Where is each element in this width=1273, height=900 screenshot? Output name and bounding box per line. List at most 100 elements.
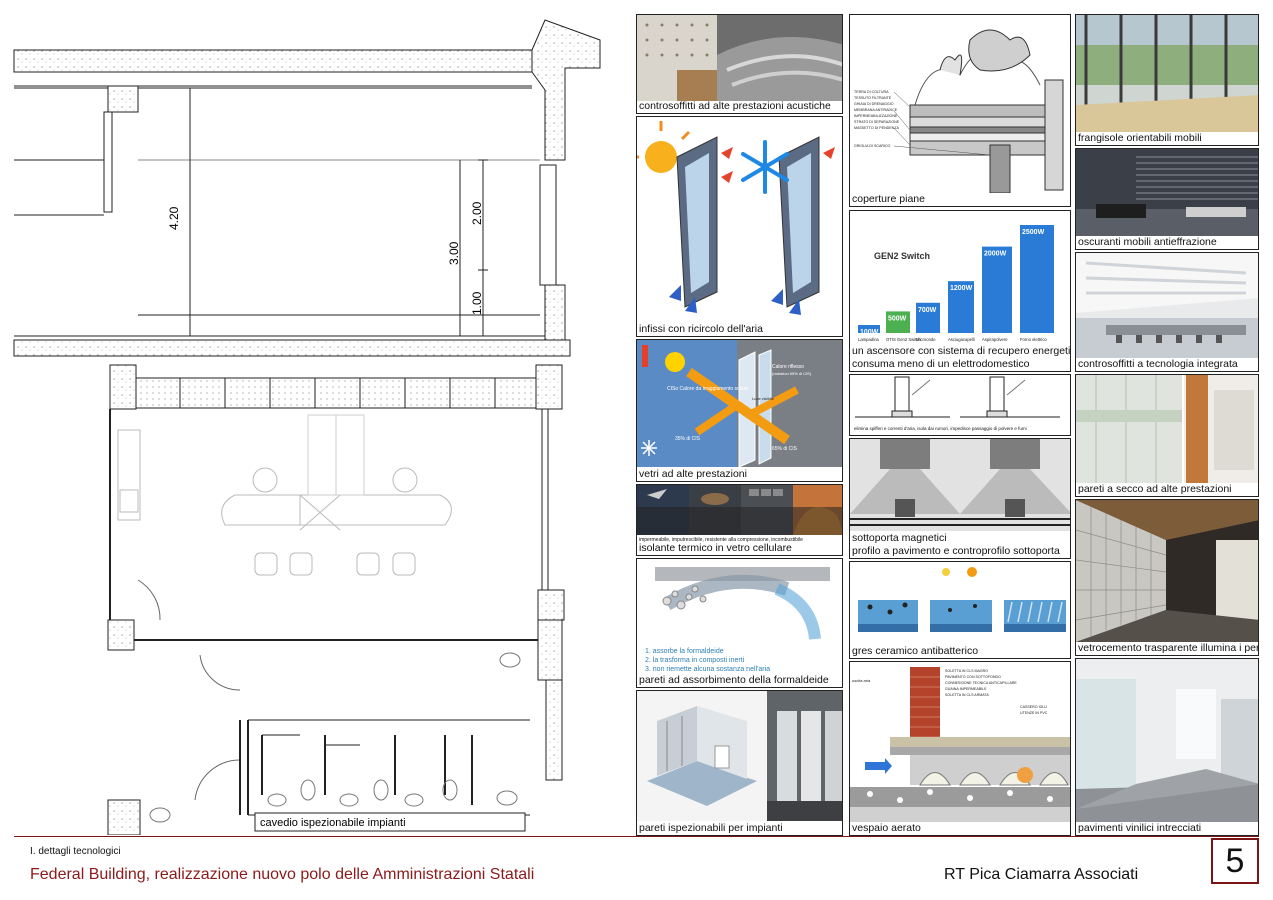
acoustic-ceiling-photo (637, 15, 842, 101)
glass-diagram: Calore riflesso (radiation 65% di CIS) C… (637, 340, 842, 468)
formaldehyde-point-1: 1. assorbe la formaldeide (645, 648, 724, 655)
elevator-bar-6 (1020, 225, 1054, 333)
dim-1-00: 1.00 (470, 291, 484, 315)
panel-drywall: pareti a secco ad alte prestazioni (1075, 374, 1259, 497)
caption-ventilated-crawlspace: vespaio aerato (852, 822, 921, 834)
caption-inspectable-walls: pareti ispezionabili per impianti (639, 822, 783, 834)
elevator-bar-label-6: 2500W (1022, 229, 1045, 236)
plan-view-office (107, 364, 565, 836)
crawlspace-layer-4: GUAINA IMPERMEABILE (945, 687, 987, 691)
roof-layer-5: IMPERMEABILIZZAZIONE (854, 114, 898, 118)
elevator-item-label-4: Asciugacapelli (948, 337, 975, 342)
draught-seal-diagram (855, 376, 1060, 418)
dim-2-00: 2.00 (470, 201, 484, 225)
roof-layer-7: MASSETTO DI PENDENZA (854, 126, 899, 130)
crawlspace-layer-7: UTENZE IN PVC (1020, 711, 1048, 715)
crawlspace-layer-3: CONNESSIONE TECNICA ANTICAPILLARE (945, 681, 1017, 685)
elevator-item-label-2: OTIS Gen2 Switch (886, 337, 921, 342)
panel-draught-seal: elimina spifferi e correnti d'aria, isol… (849, 374, 1071, 436)
glass-pct1-label: 35% di CIS (675, 436, 701, 442)
elevator-bar-5 (982, 246, 1012, 333)
panel-blinds: oscuranti mobili antieffrazione (1075, 148, 1259, 250)
window-diagram (637, 121, 835, 315)
caption-blinds: oscuranti mobili antieffrazione (1078, 236, 1217, 248)
elevator-bar-label-3: 700W (918, 307, 937, 314)
dim-4-20: 4.20 (167, 206, 181, 230)
footer-project-title: Federal Building, realizzazione nuovo po… (30, 866, 535, 883)
elevator-bar-1 (858, 325, 880, 333)
section-view (13, 19, 601, 357)
caption-high-perf-glass: vetri ad alte prestazioni (639, 468, 747, 480)
blinds-photo (1076, 149, 1258, 236)
caption-elevator-2: consuma meno di un elettrodomestico (852, 358, 1030, 370)
dim-3-00: 3.00 (447, 241, 461, 265)
formaldehyde-point-2: 2. la trasforma in composti inerti (645, 657, 745, 664)
elevator-bar-label-2: 500W (888, 315, 907, 322)
integrated-ceiling-photo (1076, 253, 1258, 358)
sun-icon (967, 567, 977, 577)
caption-magnetic-seal-1: sottoporta magnetici (852, 532, 947, 544)
roof-layer-6: STRATO DI SEPARAZIONE (854, 120, 900, 124)
foam-glass-strip (637, 485, 842, 535)
magnetic-seal-render (850, 439, 1070, 531)
caption-flat-roofs: coperture piane (852, 193, 925, 205)
caption-glass-block: vetrocemento trasparente illumina i perc… (1078, 642, 1258, 654)
caption-drywall: pareti a secco ad alte prestazioni (1078, 483, 1232, 495)
formaldehyde-points: 1. assorbe la formaldeide 2. la trasform… (645, 647, 770, 674)
vinyl-floor-photo (1076, 659, 1258, 822)
crawlspace-section: uscita aria SOLETTA IN CLS MAGRO PAVIMEN… (850, 667, 1070, 822)
caption-air-windows: infissi con ricircolo dell'aria (639, 323, 763, 335)
elevator-bar-label-4: 1200W (950, 285, 973, 292)
glass-pct2-label: 65% di CIS (772, 446, 798, 452)
caption-draught-seal: elimina spifferi e correnti d'aria, isol… (854, 426, 1027, 431)
gen2-logo: GEN2 Switch (874, 251, 930, 261)
crawlspace-layer-6: CASSERO IGLU (1020, 705, 1047, 709)
formaldehyde-diagram (655, 567, 830, 640)
inspectable-walls-images (637, 691, 842, 821)
footer-section-tag: I. dettagli tecnologici (30, 846, 121, 857)
glass-block-photo (1076, 500, 1258, 642)
page-number: 5 (1211, 838, 1259, 884)
roof-layer-2: TESSUTO FILTRANTE (854, 96, 892, 100)
architectural-drawing: 4.20 2.00 3.00 1.00 (0, 0, 630, 836)
elevator-item-label-6: Forno elettrico (1020, 337, 1047, 342)
lamp-icon (942, 568, 950, 576)
panel-inspectable-walls: pareti ispezionabili per impianti (636, 690, 843, 836)
panel-sunshades: frangisole orientabili mobili (1075, 14, 1259, 146)
caption-acoustic-ceilings: controsoffitti ad alte prestazioni acust… (639, 100, 831, 112)
elevator-bar-label-5: 2000W (984, 251, 1007, 258)
panel-vinyl-floors: pavimenti vinilici intrecciati (1075, 658, 1259, 836)
panel-air-windows: infissi con ricircolo dell'aria (636, 116, 843, 337)
panel-foam-glass: impermeabile, imputrescibile, resistente… (636, 484, 843, 556)
shaft-label: cavedio ispezionabile impianti (260, 817, 406, 829)
elevator-bar-label-1: 100W (860, 329, 879, 336)
green-roof-section: TERRA DI COLTURA TESSUTO FILTRANTE GHIAI… (854, 29, 1064, 194)
panel-formaldehyde: 1. assorbe la formaldeide 2. la trasform… (636, 558, 843, 688)
elevator-bar-4 (948, 281, 974, 333)
roof-layer-4: MEMBRANA ANTIRADICE (854, 108, 898, 112)
caption-sunshades: frangisole orientabili mobili (1078, 132, 1202, 144)
crawlspace-air-tag: uscita aria (852, 678, 871, 683)
elevator-item-label-5: Aspirapolvere (982, 337, 1008, 342)
drywall-photo (1076, 375, 1258, 483)
roof-layer-1: TERRA DI COLTURA (854, 90, 889, 94)
panel-glass-block: vetrocemento trasparente illumina i perc… (1075, 499, 1259, 656)
elevator-bar-2 (886, 311, 910, 333)
panel-flat-roofs: TERRA DI COLTURA TESSUTO FILTRANTE GHIAI… (849, 14, 1071, 207)
caption-formaldehyde: pareti ad assorbimento della formaldeide (639, 674, 829, 686)
panel-ventilated-crawlspace: uscita aria SOLETTA IN CLS MAGRO PAVIMEN… (849, 661, 1071, 836)
glass-heat-label: Calore riflesso (772, 364, 804, 370)
caption-elevator-1: un ascensore con sistema di recupero ene… (852, 345, 1071, 357)
panel-acoustic-ceilings: controsoffitti ad alte prestazioni acust… (636, 14, 843, 114)
caption-magnetic-seal-2: profilo a pavimento e controprofilo sott… (852, 545, 1060, 557)
caption-vinyl-floors: pavimenti vinilici intrecciati (1078, 822, 1202, 834)
sunshades-photo (1076, 15, 1258, 132)
antibacterial-tile-diagram (858, 567, 1066, 632)
panel-antibacterial-tiles: gres ceramico antibatterico (849, 561, 1071, 659)
elevator-item-label-3: Microonde (916, 337, 936, 342)
elevator-item-label-1: Lampadina (858, 337, 879, 342)
caption-antibacterial-tiles: gres ceramico antibatterico (852, 645, 979, 657)
caption-foam-glass: isolante termico in vetro cellulare (639, 542, 792, 554)
elevator-bar-3 (916, 302, 940, 333)
